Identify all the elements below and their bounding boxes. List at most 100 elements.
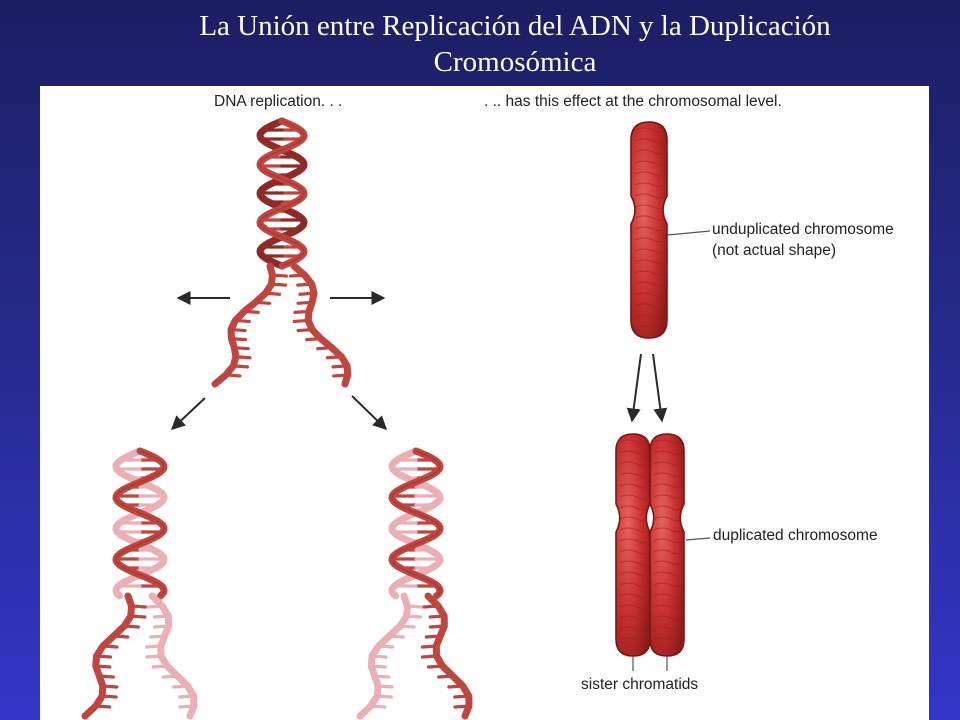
strand-back xyxy=(256,117,308,270)
not-actual-shape-label: (not actual shape) xyxy=(712,242,837,259)
replication-figure xyxy=(81,117,711,720)
chromatin-texture xyxy=(653,516,681,522)
chromatin-texture xyxy=(634,138,664,144)
chromatin-texture xyxy=(619,516,647,522)
chromatin-texture xyxy=(619,483,647,489)
chromatin-texture xyxy=(619,626,647,632)
chromatin-texture xyxy=(619,604,647,610)
strand-edge xyxy=(115,450,165,597)
chromatin-texture xyxy=(653,494,681,500)
chromatin-texture xyxy=(619,593,647,599)
duplication-arrow-left xyxy=(626,353,642,423)
sister-chromatid-right xyxy=(649,433,685,657)
chromatin-texture xyxy=(619,571,647,577)
fork-right-strand xyxy=(288,262,352,388)
daughter-arrow-left xyxy=(170,397,206,430)
chromatin-texture xyxy=(634,270,664,276)
chromatin-texture xyxy=(634,325,664,331)
chromatin-texture xyxy=(634,248,664,254)
chromatin-texture xyxy=(634,149,664,155)
chromosome-diagram xyxy=(615,121,685,657)
chromatin-texture xyxy=(653,626,681,632)
chromatin-texture xyxy=(653,505,681,511)
title-line-1: La Unión entre Replicación del ADN y la … xyxy=(199,10,831,42)
chromatid-body xyxy=(649,433,685,657)
chromatin-texture xyxy=(653,538,681,544)
chromatin-texture xyxy=(634,215,664,221)
chromatin-texture xyxy=(619,615,647,621)
chromatin-texture xyxy=(634,182,664,188)
chromatin-texture xyxy=(619,637,647,643)
chromatin-texture xyxy=(653,637,681,643)
chromatid-body xyxy=(615,433,651,657)
strand-edge xyxy=(259,120,305,267)
chromatin-texture xyxy=(619,549,647,555)
chromatin-texture xyxy=(653,549,681,555)
parental-double-helix xyxy=(256,117,308,270)
strand xyxy=(148,592,198,720)
daughter-arrow-right xyxy=(351,395,388,430)
chromatin-texture xyxy=(653,604,681,610)
chromatin-texture xyxy=(634,204,664,210)
unduplicated-chromosome-label: unduplicated chromosome xyxy=(712,221,894,238)
chromatin-texture xyxy=(619,494,647,500)
chromatin-texture xyxy=(619,450,647,456)
daughter-right-new-strand xyxy=(356,592,424,720)
sister-chromatid-left xyxy=(615,433,651,657)
chromatin-texture xyxy=(653,615,681,621)
chromatin-texture xyxy=(653,571,681,577)
chromatin-texture xyxy=(653,483,681,489)
chromatin-texture xyxy=(634,160,664,166)
chromatin-texture xyxy=(634,303,664,309)
chromatin-texture xyxy=(619,439,647,445)
chromatin-texture xyxy=(634,226,664,232)
strand-front xyxy=(388,447,444,600)
duplicated-chromosome-label: duplicated chromosome xyxy=(713,527,878,544)
fork-left-strand xyxy=(211,262,289,388)
dna-diagram xyxy=(81,117,473,720)
daughter-helix-right xyxy=(388,447,444,600)
slide-title: La Unión entre Replicación del ADN y la … xyxy=(0,8,960,80)
chromatin-texture xyxy=(634,127,664,133)
chromatin-texture xyxy=(619,538,647,544)
chromatin-texture xyxy=(653,527,681,533)
daughter-left-new-strand xyxy=(145,592,198,720)
strand xyxy=(211,262,276,388)
chromatin-texture xyxy=(653,461,681,467)
strand-back xyxy=(388,447,444,600)
sister-chromatids-label: sister chromatids xyxy=(581,676,699,693)
strand xyxy=(290,262,352,388)
strand-front xyxy=(112,447,168,600)
strand-back xyxy=(112,447,168,600)
strand-front xyxy=(256,117,308,270)
chromatin-texture xyxy=(634,314,664,320)
chromatin-texture xyxy=(619,472,647,478)
chromatin-texture xyxy=(619,527,647,533)
strand xyxy=(81,592,135,720)
figure-panel: DNA replication. . . . .. has this effec… xyxy=(40,86,929,720)
chromatin-texture xyxy=(634,237,664,243)
duplicated-leader xyxy=(685,537,711,541)
chromatin-texture xyxy=(653,439,681,445)
chromatin-texture xyxy=(619,461,647,467)
strand xyxy=(424,592,473,720)
dna-replication-heading: DNA replication. . . xyxy=(214,93,343,110)
chromosomal-effect-heading: . .. has this effect at the chromosomal … xyxy=(484,93,782,110)
strand xyxy=(356,592,411,720)
chromatin-texture xyxy=(653,560,681,566)
unduplicated-leader xyxy=(667,230,711,236)
chromatin-texture xyxy=(653,582,681,588)
unduplicated-chromosome xyxy=(630,121,668,339)
chromatin-texture xyxy=(634,171,664,177)
title-line-2: Cromosómica xyxy=(433,46,597,78)
chromatin-texture xyxy=(619,582,647,588)
chromatin-texture xyxy=(653,450,681,456)
daughter-right-old-strand xyxy=(420,592,473,720)
strand-edge xyxy=(391,450,441,597)
chromatin-texture xyxy=(634,281,664,287)
chromatin-texture xyxy=(619,560,647,566)
chromatin-texture xyxy=(619,505,647,511)
arrows xyxy=(170,291,668,430)
chromatin-texture xyxy=(653,472,681,478)
duplication-arrow-right xyxy=(652,353,668,423)
